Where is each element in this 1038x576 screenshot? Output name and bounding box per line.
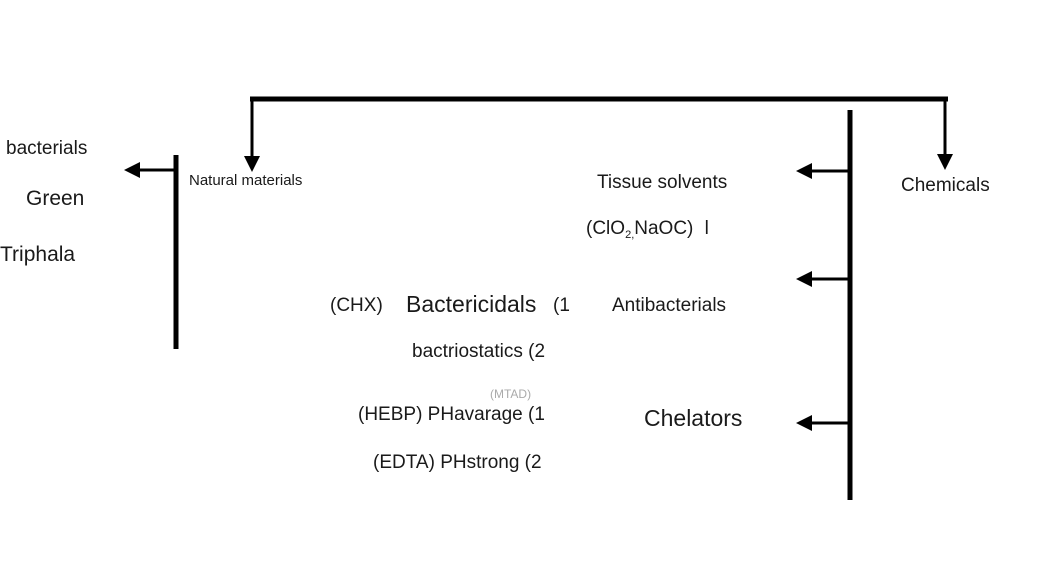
arrow-antibacterial-icon: [796, 271, 812, 287]
arrow-natural-items-icon: [124, 162, 140, 178]
edta-label: (EDTA) PHstrong (2: [373, 452, 542, 473]
natural-item-green: Green: [26, 187, 85, 210]
natural-item-bacterials: bacterials: [6, 138, 88, 159]
antibacterials-label: Antibacterials: [612, 295, 727, 316]
natural-item-triphala: Triphala: [0, 243, 76, 266]
chemicals-label: Chemicals: [901, 175, 990, 196]
chx-label: (CHX): [330, 295, 383, 316]
bactericidals-number: (1: [553, 295, 570, 316]
arrow-tissue-icon: [796, 163, 812, 179]
hebp-label: (HEBP) PHavarage (1: [358, 404, 545, 425]
arrow-chemicals-icon: [937, 154, 953, 170]
bactericidals-label: Bactericidals: [406, 291, 537, 317]
natural-materials-label: Natural materials: [189, 172, 303, 189]
chelators-label: Chelators: [644, 405, 743, 431]
tissue-formula-sub: 2: [625, 229, 632, 241]
arrow-natural-icon: [244, 156, 260, 172]
tissue-formula-open: (ClO: [586, 218, 626, 239]
tissue-formula-sep: ,: [631, 229, 635, 241]
tissue-formula-end: l: [704, 218, 709, 239]
tissue-formula-rest: NaOC): [634, 218, 694, 239]
arrow-chelator-icon: [796, 415, 812, 431]
bactriostatics-label: bactriostatics (2: [412, 341, 546, 362]
mtad-faded-note: (MTAD): [490, 387, 532, 401]
tissue-solvents-label: Tissue solvents: [597, 172, 728, 193]
tissue-formula: (ClO2,NaOC) l: [586, 219, 709, 241]
